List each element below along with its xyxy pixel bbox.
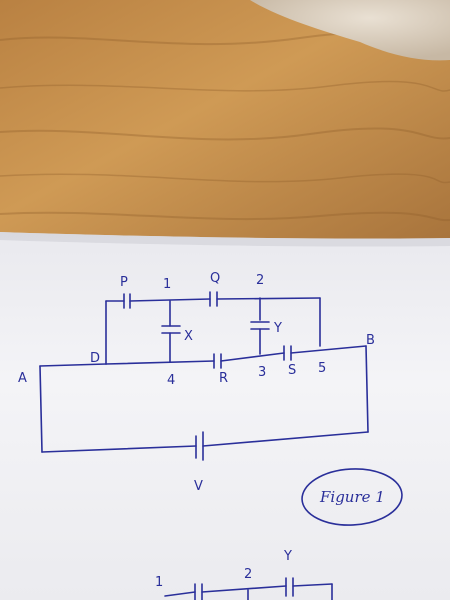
label-5: 5 — [318, 361, 326, 376]
lower-label-1: 1 — [155, 575, 163, 590]
label-2: 2 — [256, 273, 264, 288]
label-B: B — [366, 333, 375, 348]
label-3: 3 — [258, 365, 266, 380]
label-A: A — [18, 371, 27, 386]
label-R: R — [219, 371, 228, 386]
paper-sheet — [0, 232, 450, 600]
label-Q: Q — [210, 271, 220, 286]
label-Y: Y — [273, 321, 282, 336]
figure-caption: Figure 1 — [319, 488, 385, 506]
lower-sketch — [164, 577, 333, 600]
label-V: V — [194, 479, 203, 494]
label-1: 1 — [163, 277, 171, 292]
label-D: D — [90, 351, 100, 366]
label-S: S — [288, 363, 296, 378]
label-4: 4 — [167, 373, 175, 388]
label-X: X — [184, 329, 193, 344]
lower-label-Y: Y — [283, 549, 292, 564]
circuit-drawing — [39, 291, 403, 526]
lower-label-2: 2 — [244, 567, 252, 582]
paper-shadow — [0, 232, 450, 247]
hand — [250, 0, 450, 61]
label-P: P — [120, 275, 128, 290]
